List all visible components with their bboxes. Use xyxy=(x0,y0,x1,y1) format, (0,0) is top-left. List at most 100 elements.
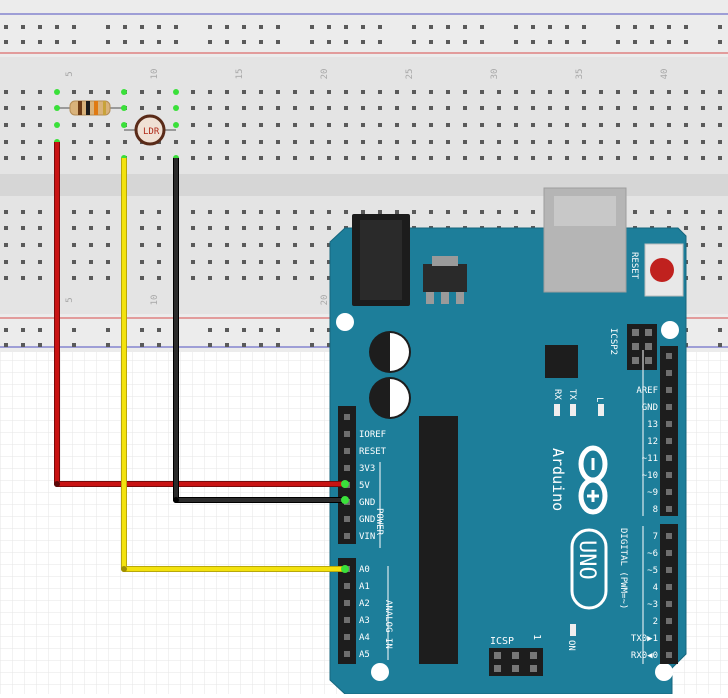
header-pin[interactable] xyxy=(344,431,350,437)
header-pin[interactable] xyxy=(344,651,350,657)
breadboard-hole xyxy=(4,276,8,280)
breadboard-hole xyxy=(616,140,620,144)
header-pin[interactable] xyxy=(666,601,672,607)
icsp2-header[interactable] xyxy=(627,324,657,370)
power-header[interactable] xyxy=(338,406,356,544)
breadboard-hole xyxy=(514,123,518,127)
breadboard-hole xyxy=(106,226,110,230)
pin-label: A2 xyxy=(359,599,370,609)
header-pin[interactable] xyxy=(666,370,672,376)
pin-label: VIN xyxy=(359,532,375,542)
breadboard-hole xyxy=(463,40,467,44)
column-number: 30 xyxy=(490,69,500,80)
breadboard-hole xyxy=(378,123,382,127)
reset-button-cap[interactable] xyxy=(650,258,674,282)
pin-label: ~6 xyxy=(647,549,658,559)
header-pin[interactable] xyxy=(344,634,350,640)
pin-label: A1 xyxy=(359,582,370,592)
digital-header-top[interactable] xyxy=(660,346,678,516)
header-pin[interactable] xyxy=(666,506,672,512)
breadboard-hole xyxy=(72,343,76,347)
breadboard-hole xyxy=(395,123,399,127)
breadboard-hole xyxy=(327,156,331,160)
column-numbers: 5101520253035404551020 xyxy=(65,69,670,306)
header-pin[interactable] xyxy=(344,516,350,522)
breadboard-hole xyxy=(208,123,212,127)
breadboard-hole xyxy=(650,140,654,144)
header-pin[interactable] xyxy=(666,404,672,410)
column-number: 15 xyxy=(235,69,245,80)
header-pin[interactable] xyxy=(666,533,672,539)
breadboard-hole xyxy=(157,343,161,347)
header-pin[interactable] xyxy=(666,353,672,359)
breadboard-hole xyxy=(191,276,195,280)
breadboard-hole xyxy=(89,243,93,247)
header-pin[interactable] xyxy=(344,533,350,539)
header-pin[interactable] xyxy=(666,387,672,393)
breadboard-hole xyxy=(38,140,42,144)
header-pin[interactable] xyxy=(666,635,672,641)
breadboard-hole xyxy=(174,40,178,44)
breadboard-hole xyxy=(89,156,93,160)
breadboard-hole xyxy=(497,156,501,160)
header-pin[interactable] xyxy=(666,455,672,461)
header-pin[interactable] xyxy=(344,583,350,589)
breadboard-hole xyxy=(21,328,25,332)
breadboard-hole xyxy=(718,260,722,264)
reset-button[interactable] xyxy=(644,243,684,297)
breadboard-hole xyxy=(412,106,416,110)
breadboard-hole xyxy=(276,276,280,280)
breadboard-hole xyxy=(548,90,552,94)
breadboard-hole xyxy=(310,106,314,110)
breadboard-hole xyxy=(684,156,688,160)
breadboard-hole xyxy=(429,210,433,214)
breadboard-hole xyxy=(310,243,314,247)
header-pin[interactable] xyxy=(344,448,350,454)
breadboard-hole xyxy=(208,328,212,332)
analog-header[interactable] xyxy=(338,558,356,664)
breadboard-hole xyxy=(344,40,348,44)
breadboard-hole xyxy=(106,210,110,214)
header-pin[interactable] xyxy=(666,472,672,478)
breadboard-hole xyxy=(208,343,212,347)
breadboard-hole xyxy=(21,90,25,94)
header-pin[interactable] xyxy=(344,414,350,420)
usb-chip xyxy=(545,345,578,378)
header-pin[interactable] xyxy=(666,550,672,556)
breadboard-hole xyxy=(72,90,76,94)
breadboard-hole xyxy=(242,210,246,214)
header-pin[interactable] xyxy=(344,617,350,623)
header-pin[interactable] xyxy=(666,584,672,590)
rx-label: RX xyxy=(552,389,562,400)
header-pin[interactable] xyxy=(666,489,672,495)
breadboard-hole xyxy=(378,106,382,110)
header-pin[interactable] xyxy=(666,421,672,427)
breadboard-hole xyxy=(157,276,161,280)
breadboard-hole xyxy=(293,243,297,247)
breadboard-hole xyxy=(514,106,518,110)
digital-header-bottom[interactable] xyxy=(660,524,678,664)
breadboard-hole xyxy=(21,40,25,44)
breadboard-hole xyxy=(276,123,280,127)
pin-label: ~9 xyxy=(647,488,658,498)
header-pin[interactable] xyxy=(344,465,350,471)
breadboard-hole xyxy=(208,25,212,29)
breadboard-hole xyxy=(38,226,42,230)
breadboard-hole xyxy=(4,343,8,347)
header-pin[interactable] xyxy=(666,438,672,444)
breadboard-hole xyxy=(276,106,280,110)
header-pin[interactable] xyxy=(666,652,672,658)
breadboard-hole xyxy=(480,156,484,160)
breadboard-hole xyxy=(531,106,535,110)
breadboard-hole xyxy=(616,123,620,127)
icsp-header[interactable] xyxy=(489,648,543,676)
breadboard-hole xyxy=(344,140,348,144)
breadboard-hole xyxy=(582,90,586,94)
breadboard-hole xyxy=(293,210,297,214)
header-pin[interactable] xyxy=(666,567,672,573)
header-pin[interactable] xyxy=(666,618,672,624)
breadboard-hole xyxy=(140,40,144,44)
breadboard-hole xyxy=(667,90,671,94)
header-pin[interactable] xyxy=(344,600,350,606)
